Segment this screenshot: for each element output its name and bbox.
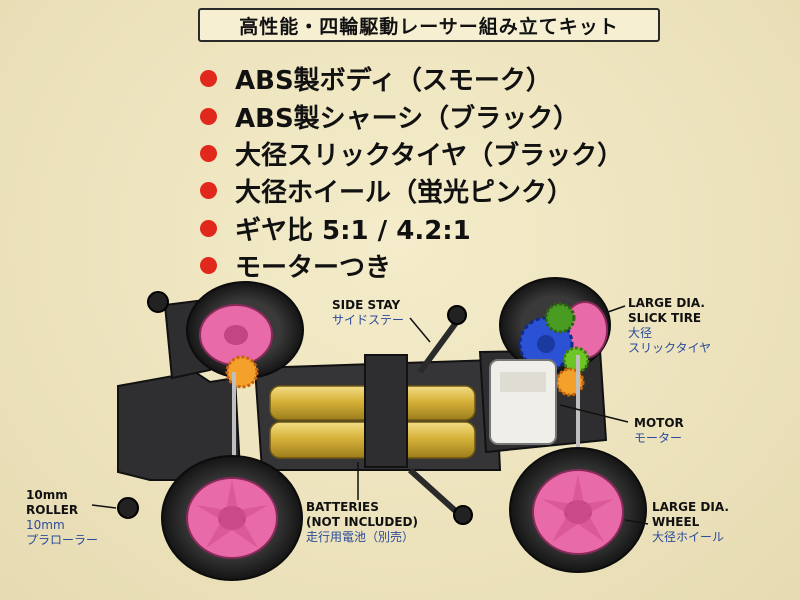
slick-tire-jp-1: 大径 bbox=[628, 326, 653, 340]
feature-item: 大径ホイール（蛍光ピンク） bbox=[200, 172, 623, 209]
side-stay-en: SIDE STAY bbox=[332, 298, 401, 312]
roller-en-2: ROLLER bbox=[26, 503, 79, 517]
feature-text: ABS製ボディ（スモーク） bbox=[235, 66, 552, 97]
roller-jp-1: 10mm bbox=[26, 518, 65, 532]
battery-holder bbox=[364, 354, 408, 468]
label-roller: 10mm ROLLER 10mm プラローラー bbox=[26, 488, 98, 548]
wheel-en-1: LARGE DIA. bbox=[652, 500, 729, 514]
bullet-dot-icon bbox=[200, 70, 217, 88]
batteries-jp: 走行用電池（別売） bbox=[306, 530, 415, 544]
wheel-en-2: WHEEL bbox=[652, 515, 700, 529]
bullet-dot-icon bbox=[200, 219, 217, 237]
title-banner: 高性能・四輪駆動レーサー組み立てキット bbox=[198, 8, 660, 42]
slick-tire-jp-2: スリックタイヤ bbox=[628, 341, 712, 355]
bullet-dot-icon bbox=[200, 257, 217, 275]
feature-item: ABS製ボディ（スモーク） bbox=[200, 60, 623, 97]
feature-item: ギヤ比 5:1 / 4.2:1 bbox=[200, 210, 623, 247]
motor bbox=[489, 359, 557, 445]
label-wheel: LARGE DIA. WHEEL 大径ホイール bbox=[652, 500, 729, 545]
feature-text: ABS製シャーシ（ブラック） bbox=[235, 103, 580, 134]
side-stay-bar bbox=[417, 318, 461, 374]
feature-text: ギヤ比 5:1 / 4.2:1 bbox=[235, 215, 471, 246]
feature-list: ABS製ボディ（スモーク） ABS製シャーシ（ブラック） 大径スリックタイヤ（ブ… bbox=[200, 60, 623, 284]
feature-item: ABS製シャーシ（ブラック） bbox=[200, 97, 623, 134]
batteries-en-2: (NOT INCLUDED) bbox=[306, 515, 418, 529]
side-stay-jp: サイドステー bbox=[332, 313, 405, 327]
bullet-dot-icon bbox=[200, 144, 217, 162]
wheel-jp: 大径ホイール bbox=[652, 530, 725, 544]
roller-en-1: 10mm bbox=[26, 488, 68, 502]
roller bbox=[117, 291, 473, 525]
feature-text: モーターつき bbox=[235, 253, 392, 284]
leader-lines bbox=[91, 305, 649, 525]
label-motor: MOTOR モーター bbox=[634, 416, 684, 446]
title-text: 高性能・四輪駆動レーサー組み立てキット bbox=[239, 15, 619, 38]
front-right-tire bbox=[509, 447, 647, 573]
feature-item: モーターつき bbox=[200, 247, 623, 284]
feature-item: 大径スリックタイヤ（ブラック） bbox=[200, 135, 623, 172]
slick-tire-en-1: LARGE DIA. bbox=[628, 296, 705, 310]
label-side-stay: SIDE STAY サイドステー bbox=[332, 298, 404, 328]
motor-jp: モーター bbox=[634, 431, 683, 445]
label-batteries: BATTERIES (NOT INCLUDED) 走行用電池（別売） bbox=[306, 500, 418, 545]
feature-text: 大径ホイール（蛍光ピンク） bbox=[235, 178, 574, 209]
slick-tire-en-2: SLICK TIRE bbox=[628, 311, 702, 325]
bullet-dot-icon bbox=[200, 107, 217, 125]
label-slick-tire: LARGE DIA. SLICK TIRE 大径 スリックタイヤ bbox=[628, 296, 711, 356]
batteries-en-1: BATTERIES bbox=[306, 500, 379, 514]
feature-text: 大径スリックタイヤ（ブラック） bbox=[235, 140, 624, 171]
bullet-dot-icon bbox=[200, 182, 217, 200]
motor-en: MOTOR bbox=[634, 416, 684, 430]
roller-jp-2: プラローラー bbox=[26, 533, 99, 547]
rear-right-tire bbox=[161, 455, 303, 581]
